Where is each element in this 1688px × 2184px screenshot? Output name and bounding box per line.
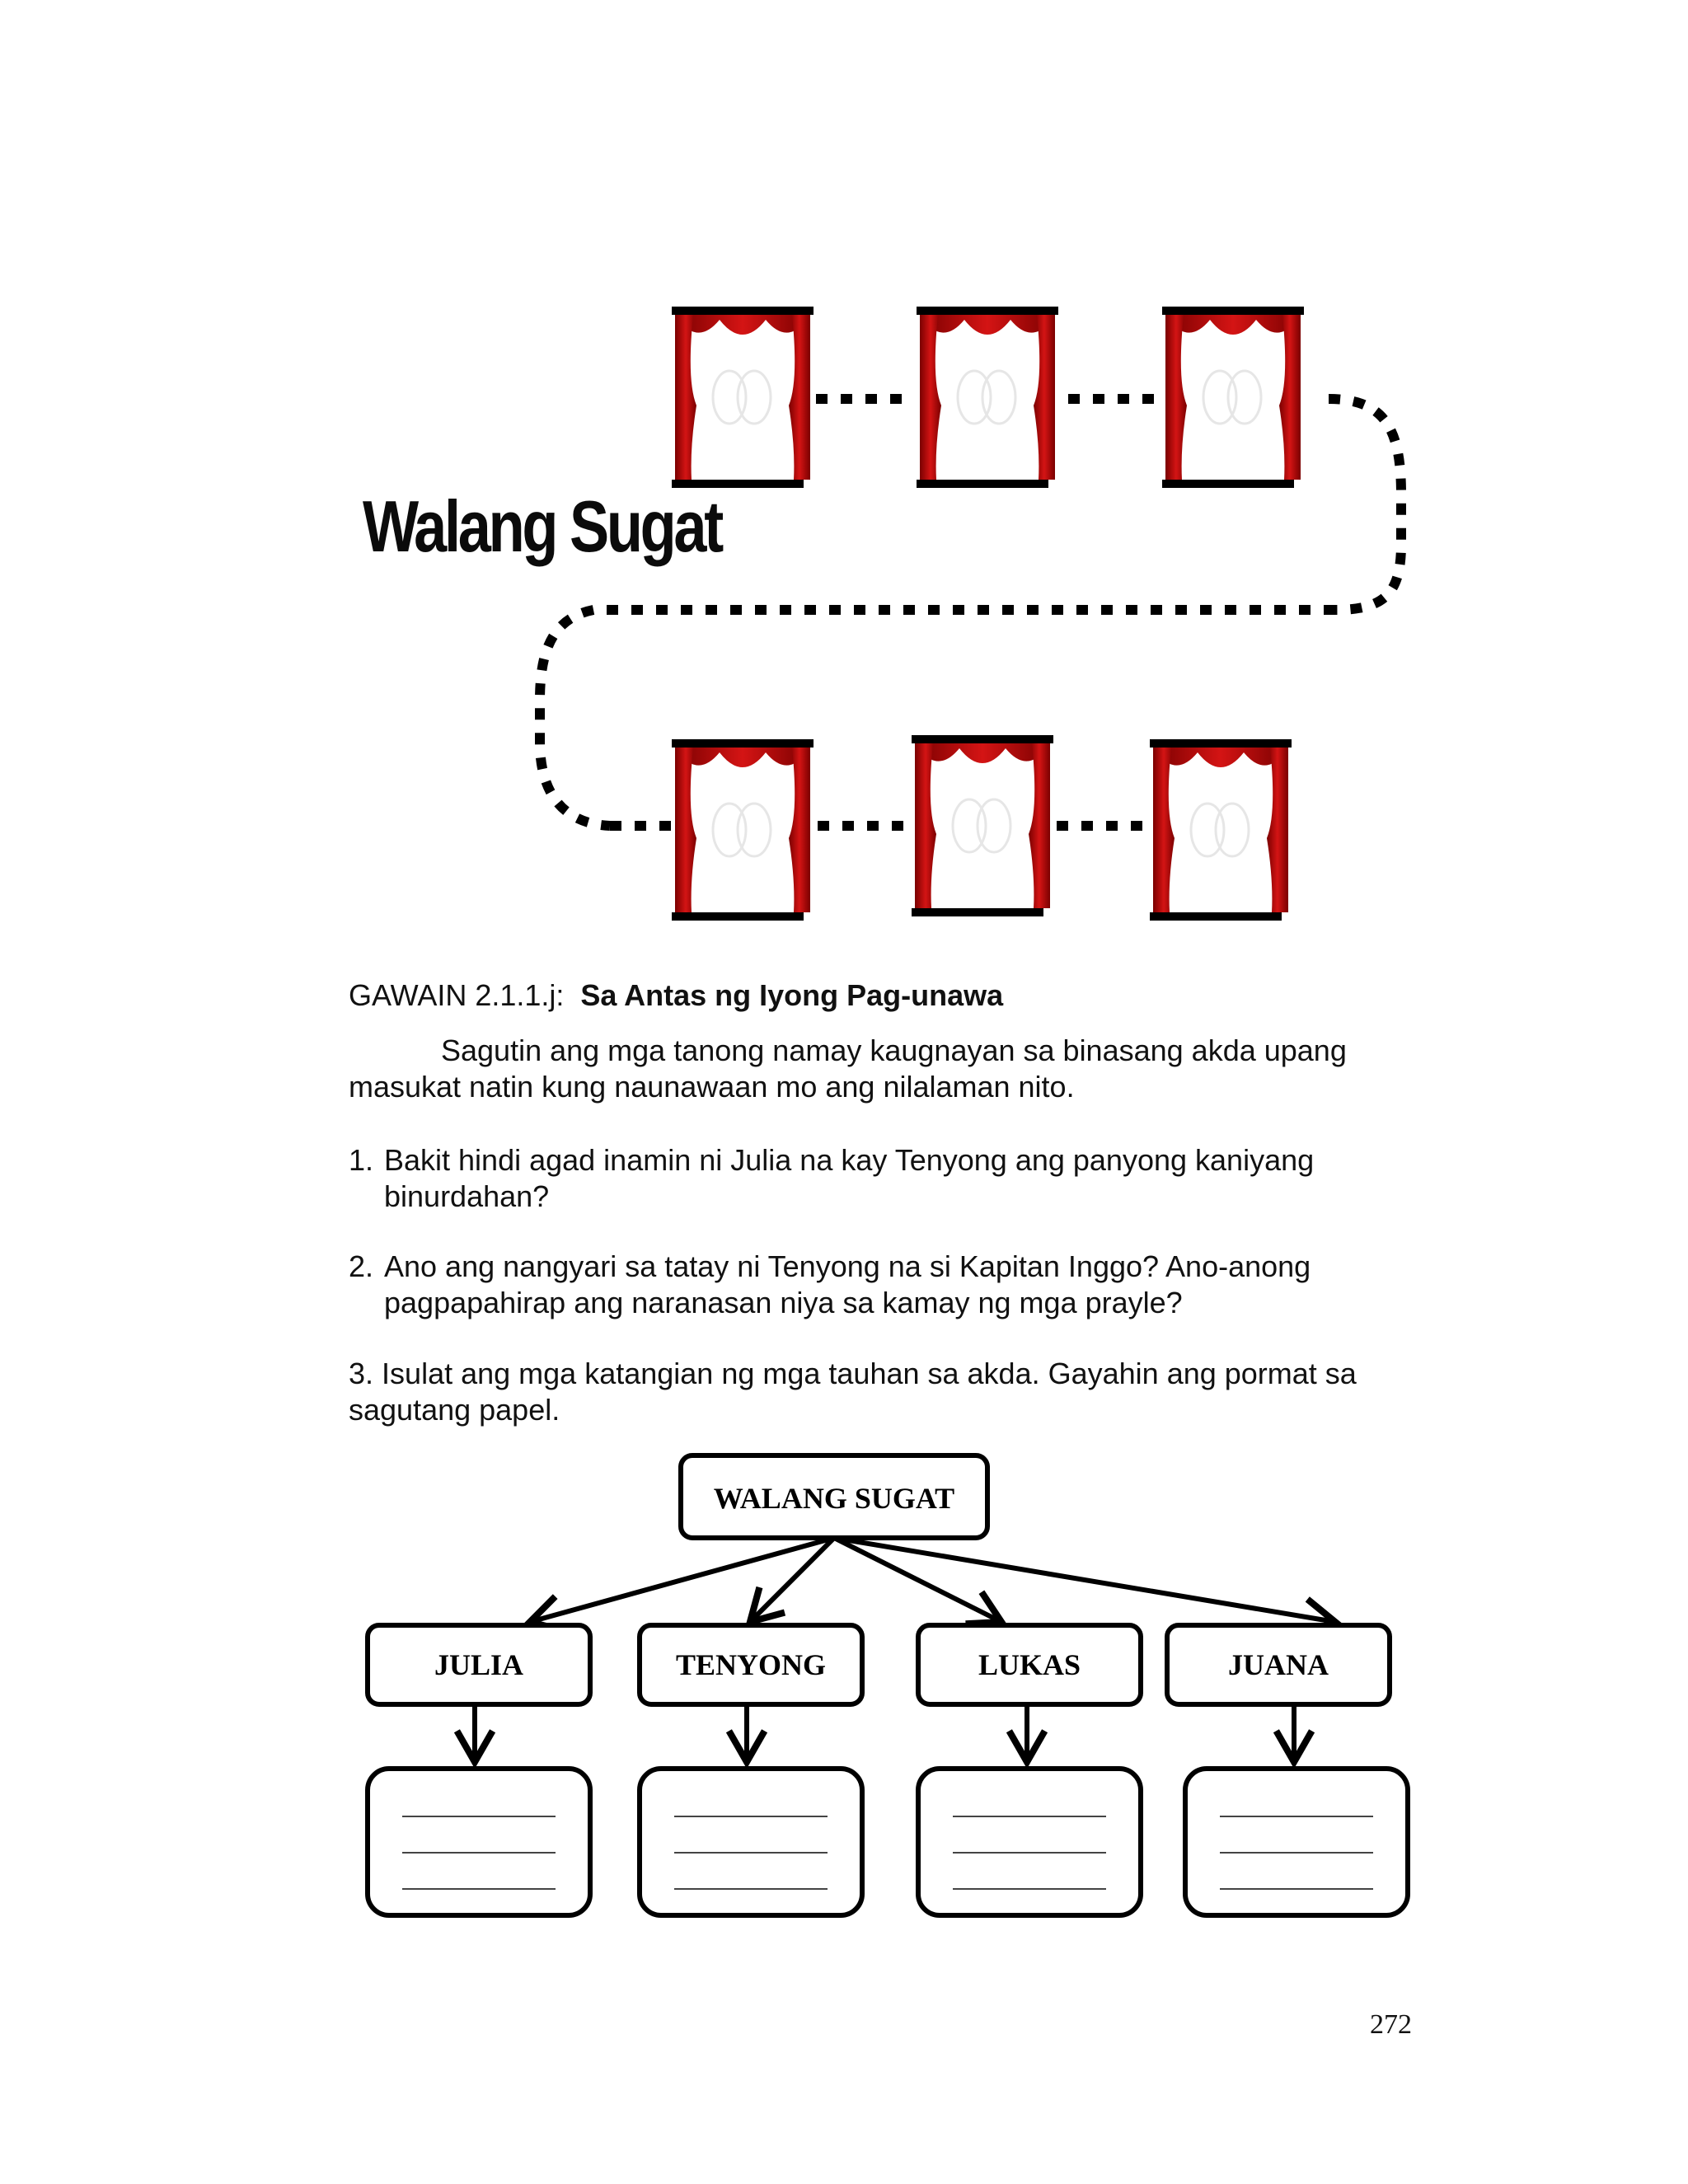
character-node-lukas: LUKAS bbox=[916, 1623, 1143, 1707]
diagram-root-label: WALANG SUGAT bbox=[714, 1482, 954, 1515]
answer-blank-lines bbox=[402, 1816, 1373, 1890]
activity-heading: GAWAIN 2.1.1.j: Sa Antas ng Iyong Pag-un… bbox=[349, 977, 1003, 1014]
character-node-tenyong: TENYONG bbox=[637, 1623, 865, 1707]
question-number: 1. bbox=[349, 1143, 374, 1177]
stage-path bbox=[535, 394, 1406, 831]
question-2: 2. Ano ang nangyari sa tatay ni Tenyong … bbox=[349, 1249, 1437, 1321]
question-number: 2. bbox=[349, 1249, 374, 1283]
question-number: 3. bbox=[349, 1357, 374, 1390]
activity-code: GAWAIN 2.1.1.j: bbox=[349, 978, 565, 1012]
question-1: 1. Bakit hindi agad inamin ni Julia na k… bbox=[349, 1142, 1437, 1215]
character-label: LUKAS bbox=[978, 1648, 1081, 1681]
answer-box-lukas bbox=[916, 1766, 1143, 1918]
question-text: Bakit hindi agad inamin ni Julia na kay … bbox=[384, 1143, 1315, 1213]
graphic-title: Walang Sugat bbox=[363, 485, 724, 567]
diagram-root-node: WALANG SUGAT bbox=[678, 1453, 990, 1540]
page-number: 272 bbox=[1370, 2009, 1412, 2040]
answer-box-juana bbox=[1183, 1766, 1410, 1918]
character-node-juana: JUANA bbox=[1165, 1623, 1392, 1707]
character-label: TENYONG bbox=[676, 1648, 826, 1681]
answer-box-julia bbox=[365, 1766, 593, 1918]
character-label: JULIA bbox=[434, 1648, 523, 1681]
question-text: Isulat ang mga katangian ng mga tauhan s… bbox=[349, 1357, 1357, 1427]
character-label: JUANA bbox=[1228, 1648, 1329, 1681]
activity-title: Sa Antas ng Iyong Pag-unawa bbox=[580, 978, 1004, 1012]
question-3: 3. Isulat ang mga katangian ng mga tauha… bbox=[349, 1356, 1437, 1428]
character-node-julia: JULIA bbox=[365, 1623, 593, 1707]
answer-box-tenyong bbox=[637, 1766, 865, 1918]
activity-instructions: Sagutin ang mga tanong namay kaugnayan s… bbox=[349, 1033, 1347, 1104]
question-text: Ano ang nangyari sa tatay ni Tenyong na … bbox=[384, 1249, 1311, 1319]
